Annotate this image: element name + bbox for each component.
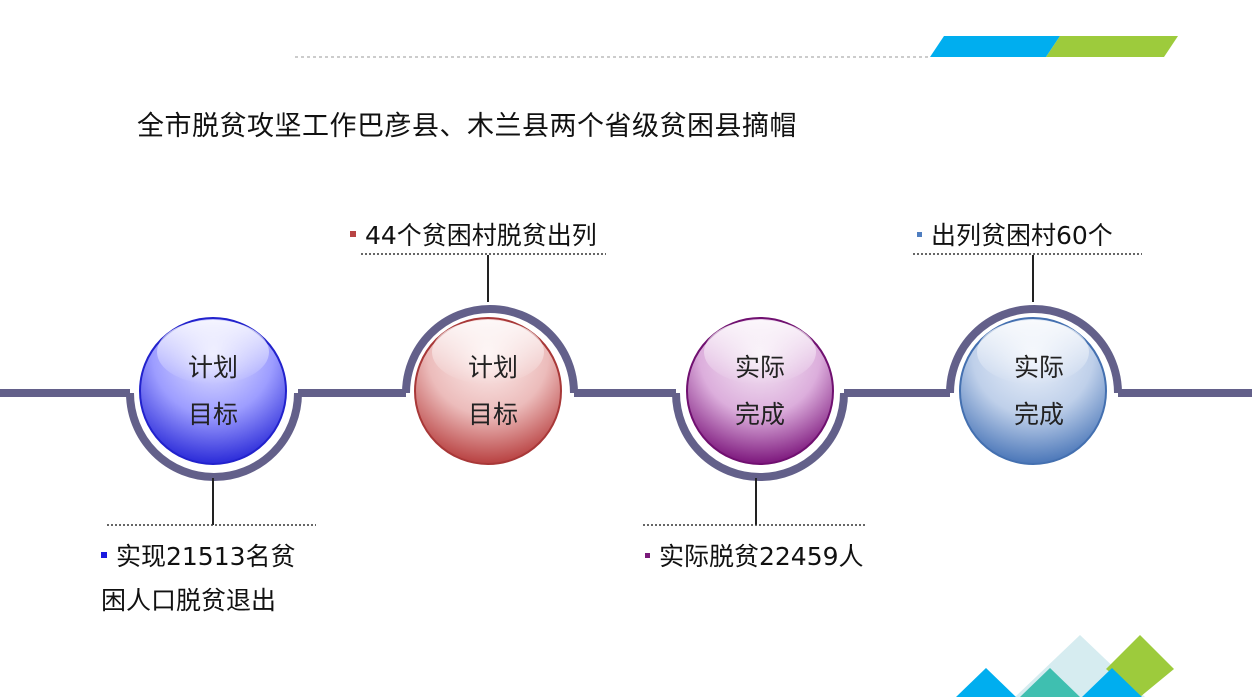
node-2-label: 计划 目标 [423,344,563,438]
slide-title: 全市脱贫攻坚工作巴彦县、木兰县两个省级贫困县摘帽 [137,111,797,142]
square-bullet-icon [101,552,107,558]
square-bullet-icon [917,231,922,237]
note-2: 44个贫困村脱贫出列 [350,214,597,258]
header-accent-green [1046,36,1178,57]
note-3-text: 实际脱贫22459人 [659,542,864,571]
footer-triangle-blue-left [956,668,1016,697]
note-dotted-lines [107,253,1142,526]
footer-triangle-blue-right [1082,668,1142,697]
node-1-label: 计划 目标 [143,344,283,438]
node-3-label: 实际 完成 [690,344,830,438]
node-1-label-line2: 目标 [187,400,238,429]
node-3-label-line2: 完成 [734,400,785,429]
connectors [212,255,1034,525]
square-bullet-icon [645,552,650,558]
timeline-track [0,305,1252,481]
node-1-sphere [139,317,287,465]
note-2-text: 44个贫困村脱贫出列 [365,221,597,250]
node-2-sphere [414,317,562,465]
note-4-text: 出列贫困村60个 [931,221,1113,250]
node-3-label-line1: 实际 [734,353,785,382]
node-4-label: 实际 完成 [969,344,1109,438]
node-1-label-line1: 计划 [187,353,238,382]
node-4-sphere [959,317,1107,465]
node-4-label-line2: 完成 [1013,400,1064,429]
header-accent-blue [930,36,1060,57]
node-2-label-line1: 计划 [467,353,518,382]
note-1-line1: 实现21513名贫 [116,542,296,571]
footer-triangle-teal [1020,668,1080,697]
note-1: 实现21513名贫 困人口脱贫退出 [101,535,296,623]
node-3-sphere [686,317,834,465]
node-2-label-line2: 目标 [467,400,518,429]
note-3: 实际脱贫22459人 [645,535,864,579]
note-4: 出列贫困村60个 [917,214,1113,258]
note-1-line2: 困人口脱贫退出 [101,585,277,615]
square-bullet-icon [350,231,356,237]
node-4-label-line1: 实际 [1013,353,1064,382]
